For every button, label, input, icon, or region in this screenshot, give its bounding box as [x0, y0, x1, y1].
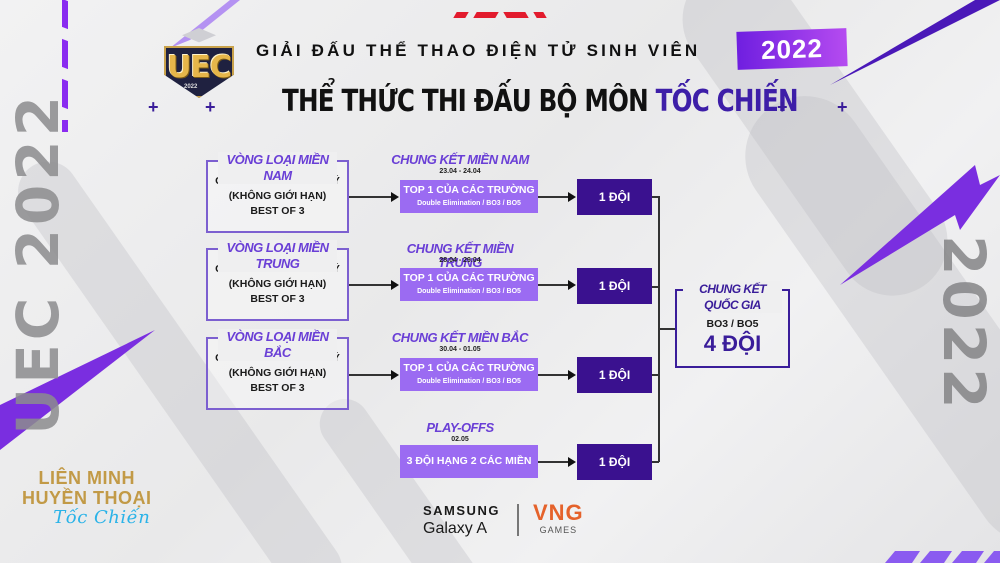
stage-title: CHUNG KẾT MIỀN TRUNG: [406, 241, 514, 270]
red-accent-mark: [473, 12, 499, 18]
connector-line: [538, 196, 568, 198]
advance-box: 1 ĐỘI: [577, 268, 652, 304]
regional-final-north: TOP 1 CỦA CÁC TRƯỜNG Double Elimination …: [400, 358, 538, 391]
purple-bolt-icon: [830, 0, 1000, 85]
advance-box: 1 ĐỘI: [577, 357, 652, 393]
red-accent-mark: [533, 12, 547, 18]
regional-final-south: TOP 1 CỦA CÁC TRƯỜNG Double Elimination …: [400, 180, 538, 213]
connector-line: [538, 461, 568, 463]
game-logo-line2: HUYỀN THOẠI: [22, 488, 152, 508]
samsung-logo: SAMSUNG Galaxy A: [423, 503, 500, 539]
graduation-cap-icon: [182, 28, 216, 43]
connector-line: [652, 461, 659, 463]
publisher-line1: VNG: [533, 500, 584, 525]
page-title: THỂ THỨC THI ĐẤU BỘ MÔN TỐC CHIẾN: [282, 84, 799, 119]
qualifier-south: VÒNG LOẠI MIỀN NAM CÁC TEAM ĐÃ ĐĂNG KÝ (…: [206, 152, 349, 233]
regional-final-central: TOP 1 CỦA CÁC TRƯỜNG Double Elimination …: [400, 268, 538, 301]
qualifier-format: BEST OF 3: [250, 205, 305, 217]
arrow-right-icon: [568, 280, 576, 290]
stage-title: CHUNG KẾT MIỀN BẮC: [391, 330, 529, 345]
connector-line: [538, 374, 568, 376]
stage-format: Double Elimination / BO3 / BO5: [417, 200, 521, 207]
qualifier-title: VÒNG LOẠI MIỀN BẮC: [218, 329, 337, 361]
connector-line: [652, 374, 659, 376]
purple-dash: [62, 120, 68, 132]
stage-date: 30.04 - 01.05: [439, 346, 481, 353]
logo-divider: [517, 504, 519, 536]
qualifier-format: BEST OF 3: [250, 382, 305, 394]
final-teams: 4 ĐỘI: [703, 331, 762, 356]
qualifier-line: (KHÔNG GIỚI HẠN): [228, 190, 327, 202]
title-accent: TỐC CHIẾN: [655, 84, 799, 119]
arrow-right-icon: [391, 192, 399, 202]
connector-line: [658, 196, 660, 286]
arrow-right-icon: [568, 370, 576, 380]
plus-icon: +: [148, 97, 159, 117]
stage-format: Double Elimination / BO3 / BO5: [417, 378, 521, 385]
uec-logo: UEC 2022: [150, 22, 246, 102]
plus-icon: +: [837, 97, 848, 117]
connector-line: [658, 286, 660, 374]
stage-date: 02.05: [451, 436, 469, 443]
qualifier-title: VÒNG LOẠI MIỀN TRUNG: [218, 240, 337, 272]
vng-logo: VNG GAMES: [533, 502, 584, 536]
stage-date: 23.04 - 24.04: [439, 168, 481, 175]
purple-dash: [62, 38, 68, 70]
connector-line: [538, 284, 568, 286]
stage-date: 28.04 - 29.04: [439, 257, 481, 264]
qualifier-line: (KHÔNG GIỚI HẠN): [228, 367, 327, 379]
qualifier-format: BEST OF 3: [250, 293, 305, 305]
plus-icon: +: [205, 97, 216, 117]
stage-format: Double Elimination / BO3 / BO5: [417, 288, 521, 295]
year-tag: 2022: [736, 28, 848, 70]
connector-line: [349, 196, 392, 198]
purple-dash: [62, 0, 68, 30]
game-logo: LIÊN MINH HUYỀN THOẠI Tốc Chiến: [22, 468, 152, 528]
stage-title: PLAY-OFFS: [426, 420, 494, 435]
arrow-right-icon: [568, 192, 576, 202]
sponsor-line2: Galaxy A: [423, 520, 488, 537]
national-final: CHUNG KẾT QUỐC GIA 06.05 - 08.05 BO3 / B…: [675, 281, 790, 368]
subtitle: GIẢI ĐẤU THỂ THAO ĐIỆN TỬ SINH VIÊN: [256, 41, 701, 60]
logo-text: UEC: [167, 50, 232, 85]
red-accent-mark: [453, 12, 469, 18]
logo-year: 2022: [184, 84, 198, 90]
stage-line: TOP 1 CỦA CÁC TRƯỜNG: [403, 362, 535, 374]
arrow-right-icon: [391, 280, 399, 290]
sponsor-line1: SAMSUNG: [423, 503, 500, 518]
connector-line: [658, 374, 660, 462]
advance-box: 1 ĐỘI: [577, 444, 652, 480]
publisher-line2: GAMES: [539, 525, 578, 535]
connector-line: [652, 286, 659, 288]
stage-line: TOP 1 CỦA CÁC TRƯỜNG: [403, 272, 535, 284]
red-accent-mark: [503, 12, 529, 18]
plus-icon: +: [777, 97, 788, 117]
connector-line: [658, 328, 675, 330]
arrow-right-icon: [391, 370, 399, 380]
playoffs-box: 3 ĐỘI HẠNG 2 CÁC MIỀN: [400, 445, 538, 478]
qualifier-title: VÒNG LOẠI MIỀN NAM: [218, 152, 337, 184]
game-logo-line3: Tốc Chiến: [53, 507, 151, 528]
final-title: CHUNG KẾT QUỐC GIA: [683, 281, 782, 313]
qualifier-central: VÒNG LOẠI MIỀN TRUNG CÁC TEAM ĐÃ ĐĂNG KÝ…: [206, 240, 349, 321]
qualifier-line: (KHÔNG GIỚI HẠN): [228, 278, 327, 290]
stage-line: TOP 1 CỦA CÁC TRƯỜNG: [403, 184, 535, 196]
qualifier-north: VÒNG LOẠI MIỀN BẮC CÁC TEAM ĐÃ ĐĂNG KÝ (…: [206, 329, 349, 410]
title-prefix: THỂ THỨC THI ĐẤU BỘ MÔN: [282, 84, 656, 119]
final-format: BO3 / BO5: [706, 318, 759, 330]
side-watermark-right: UEC 2022: [930, 235, 1000, 413]
side-watermark-left: UEC 2022: [4, 92, 72, 435]
connector-line: [652, 196, 659, 198]
game-logo-line1: LIÊN MINH: [38, 468, 135, 488]
connector-line: [349, 374, 392, 376]
advance-box: 1 ĐỘI: [577, 179, 652, 215]
stage-title: CHUNG KẾT MIỀN NAM: [391, 152, 529, 167]
arrow-right-icon: [568, 457, 576, 467]
connector-line: [349, 284, 392, 286]
